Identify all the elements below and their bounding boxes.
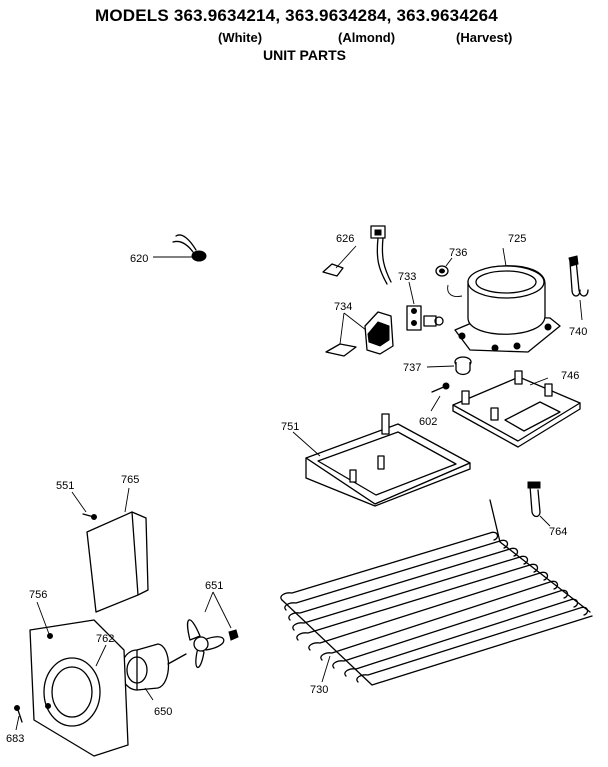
part-756-fan-shroud xyxy=(29,601,129,757)
part-764-hook xyxy=(527,481,551,527)
callout-626: 626 xyxy=(336,233,354,245)
callout-736: 736 xyxy=(449,247,467,259)
callout-683: 683 xyxy=(6,733,24,745)
part-651-fan-blade xyxy=(186,591,239,668)
part-626-power-lead xyxy=(322,225,392,285)
part-737-grommet xyxy=(426,356,472,376)
callout-746: 746 xyxy=(561,370,579,382)
diagram-title: MODELS 363.9634214, 363.9634284, 363.963… xyxy=(95,6,498,25)
callout-labels: 620 626 736 725 733 734 740 737 746 602 … xyxy=(6,233,587,745)
callout-762: 762 xyxy=(96,633,114,645)
part-734-overload xyxy=(325,311,394,357)
callout-551: 551 xyxy=(56,480,74,492)
part-730-evaporator xyxy=(280,499,593,686)
diagram-subtitle: UNIT PARTS xyxy=(263,47,346,63)
part-683-screw xyxy=(14,705,23,731)
callout-733: 733 xyxy=(398,271,416,283)
part-733-relay xyxy=(406,281,444,331)
part-551-screw xyxy=(71,491,97,520)
callout-751: 751 xyxy=(281,421,299,433)
callout-764: 764 xyxy=(549,526,567,538)
variant-white: (White) xyxy=(218,30,263,45)
part-751-drain-pan xyxy=(292,413,471,507)
part-765-panel xyxy=(86,487,149,613)
callout-765: 765 xyxy=(121,474,139,486)
callout-734: 734 xyxy=(334,301,352,313)
callout-725: 725 xyxy=(508,233,526,245)
part-620-sensor xyxy=(153,234,207,262)
variant-harvest: (Harvest) xyxy=(456,30,513,45)
part-650-fan-motor xyxy=(120,643,187,701)
callout-620: 620 xyxy=(130,253,148,265)
callout-756: 756 xyxy=(29,589,47,601)
callout-730: 730 xyxy=(310,684,328,696)
callout-737: 737 xyxy=(403,362,421,374)
callout-651: 651 xyxy=(205,580,223,592)
part-746-base-plate xyxy=(452,370,581,448)
callout-650: 650 xyxy=(154,706,172,718)
variant-almond: (Almond) xyxy=(338,30,396,45)
part-602-screw xyxy=(430,382,450,412)
callout-602: 602 xyxy=(419,416,437,428)
callout-740: 740 xyxy=(569,326,587,338)
part-740-mounting-clips xyxy=(568,255,589,321)
part-725-compressor xyxy=(447,247,561,353)
part-736-clip xyxy=(435,257,453,277)
